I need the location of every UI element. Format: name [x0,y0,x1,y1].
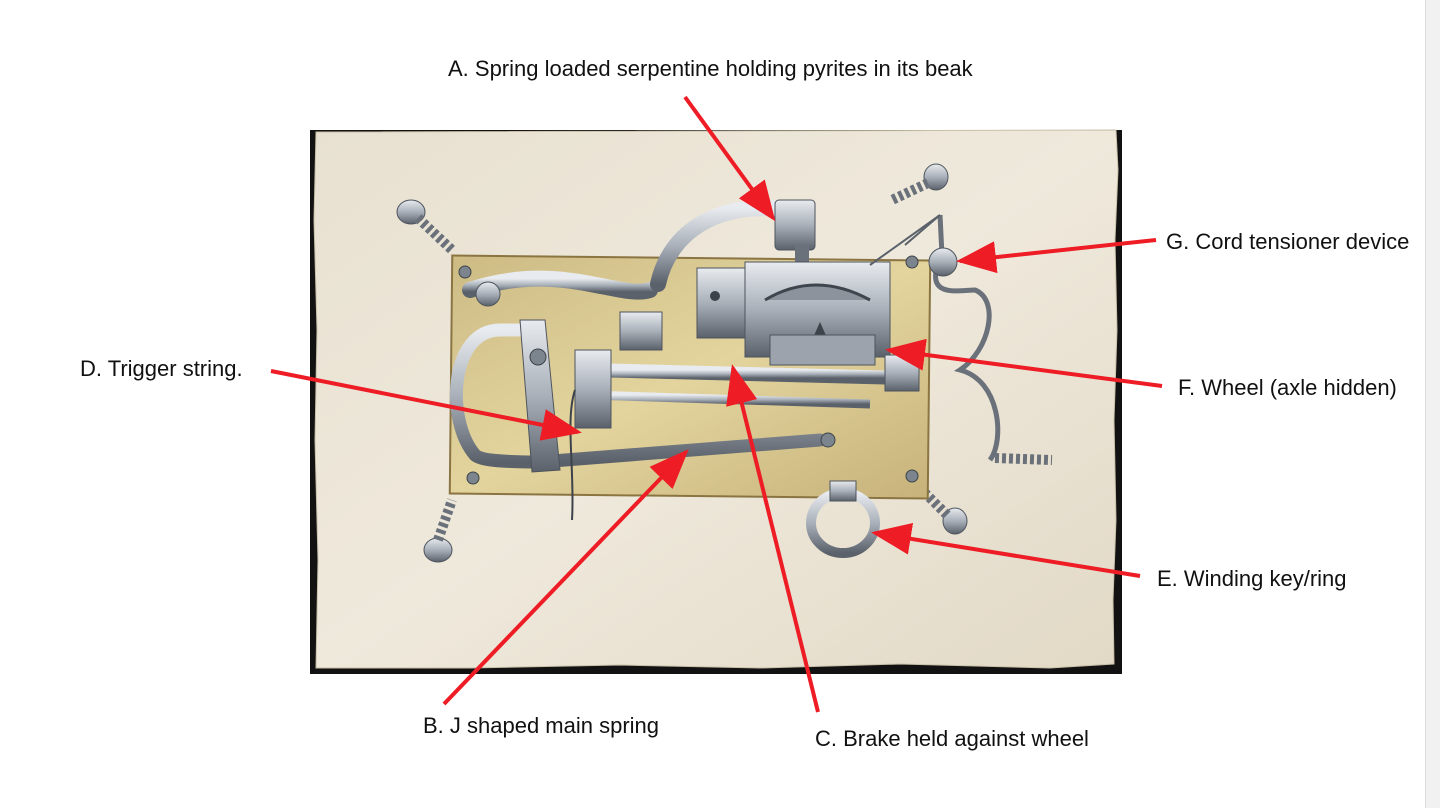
plate-rivets [458,255,919,485]
pan-housing [696,261,891,366]
annotation-arrows [270,95,1163,713]
arrow-b [442,449,689,706]
label-b: B. J shaped main spring [423,713,660,738]
label-a: A. Spring loaded serpentine holding pyri… [448,56,973,81]
screw-right [994,453,1053,465]
label-g: G. Cord tensioner device [1166,229,1410,254]
label-c: C. Brake held against wheel [815,726,1089,751]
arrow-f [885,338,1163,388]
screw-top-right [889,163,949,205]
cord-tensioner [869,214,1001,462]
screw-bottom-left [423,498,457,563]
label-e: E. Winding key/ring [1157,566,1347,591]
arrow-d [270,369,582,441]
arrow-g [956,238,1157,274]
label-d: D. Trigger string. [80,356,243,381]
arrow-a [683,95,776,222]
label-f: F. Wheel (axle hidden) [1178,375,1397,400]
arrow-e [871,522,1141,578]
arrow-c [726,364,820,713]
screw-top-left [396,199,456,254]
scrollbar-track[interactable] [1425,0,1440,808]
